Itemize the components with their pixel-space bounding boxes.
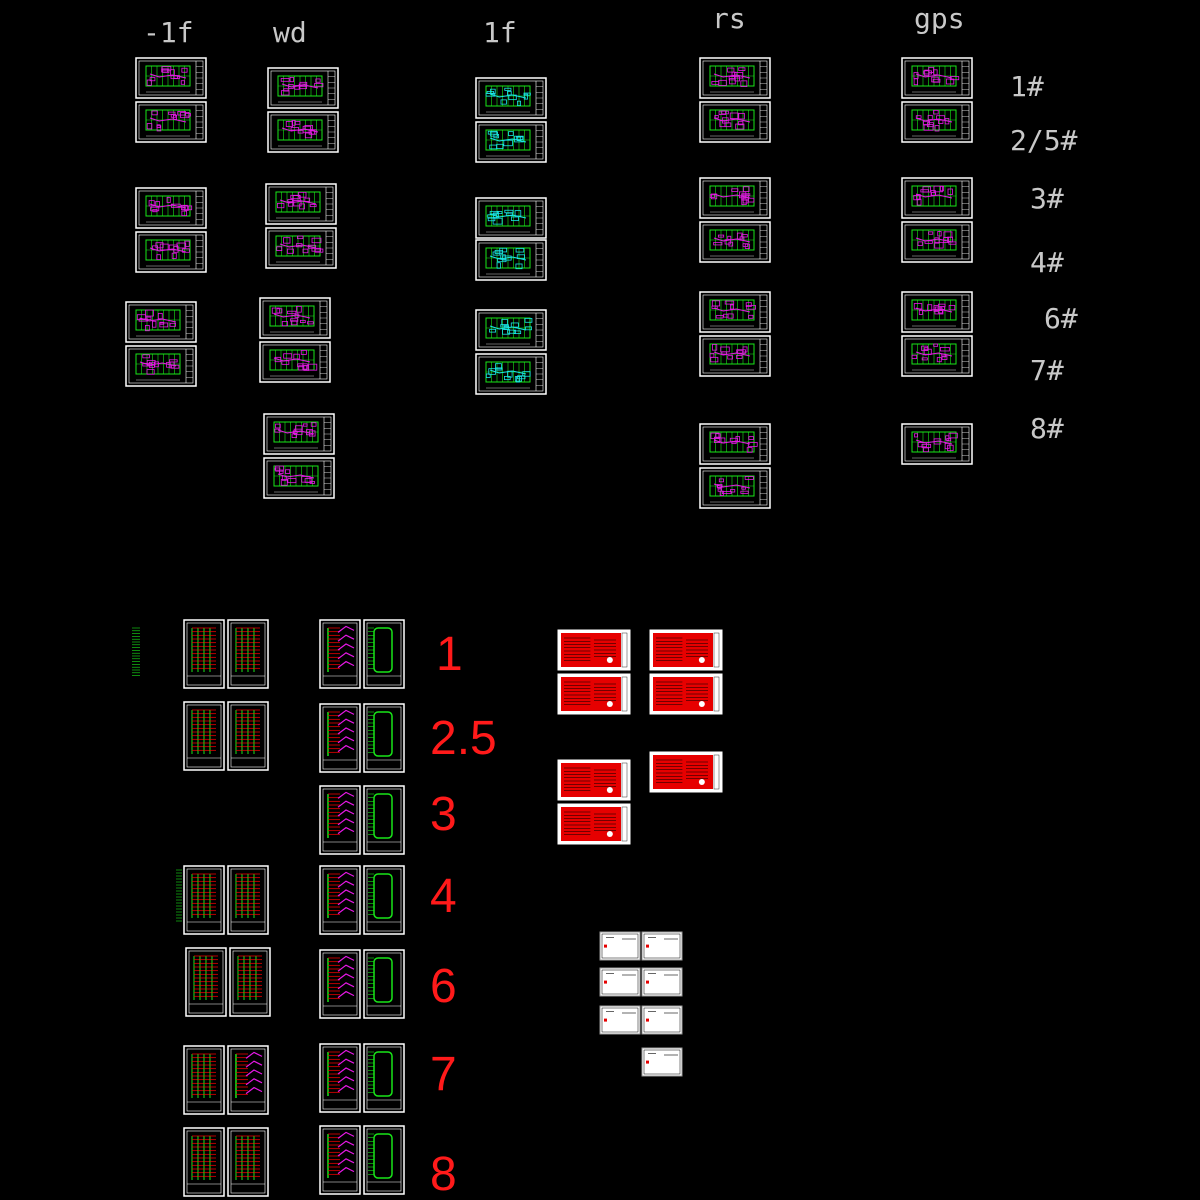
floor-plan-sheet	[475, 77, 547, 119]
riser-label-2-5: 2.5	[430, 712, 497, 765]
column-label-minus-1f: -1f	[143, 16, 194, 49]
riser-diagram-sheet	[183, 619, 225, 689]
riser-diagram-sheet	[183, 701, 225, 771]
riser-label-4: 4	[430, 870, 457, 923]
sheet-group	[125, 57, 973, 1197]
floor-plan-sheet	[901, 101, 973, 143]
riser-diagram-sheet	[319, 785, 361, 855]
notes-sheet	[557, 759, 631, 801]
riser-diagram-sheet	[319, 949, 361, 1019]
riser-diagram-sheet	[319, 865, 361, 935]
riser-diagram-sheet	[227, 1127, 269, 1197]
floor-plan-sheet	[263, 413, 335, 455]
riser-diagram-sheet	[227, 865, 269, 935]
floor-plan-sheet	[699, 101, 771, 143]
riser-diagram-sheet	[183, 1127, 225, 1197]
building-label-4: 4#	[1030, 246, 1064, 279]
column-label-rs: rs	[712, 2, 746, 35]
floor-plan-sheet	[265, 183, 337, 225]
column-label-gps: gps	[914, 2, 965, 35]
riser-diagram-sheet	[227, 619, 269, 689]
floor-plan-sheet	[901, 335, 973, 377]
notes-sheet	[649, 673, 723, 715]
riser-diagram-sheet	[185, 947, 227, 1017]
notes-sheet	[557, 803, 631, 845]
riser-diagram-sheet	[363, 1125, 405, 1195]
floor-plan-sheet	[475, 121, 547, 163]
floor-plan-sheet	[901, 221, 973, 263]
riser-diagram-sheet	[363, 865, 405, 935]
floor-plan-sheet	[699, 335, 771, 377]
riser-diagram-sheet	[183, 865, 225, 935]
floor-plan-sheet	[263, 457, 335, 499]
floor-plan-sheet	[135, 187, 207, 229]
building-label-3: 3#	[1030, 182, 1064, 215]
floor-plan-sheet	[901, 291, 973, 333]
detail-sheet	[641, 1047, 683, 1077]
floor-plan-sheet	[901, 57, 973, 99]
building-label-8: 8#	[1030, 412, 1064, 445]
building-label-2-5: 2/5#	[1010, 124, 1078, 157]
building-label-7: 7#	[1030, 354, 1064, 387]
floor-plan-sheet	[267, 67, 339, 109]
riser-diagram-sheet	[363, 785, 405, 855]
floor-plan-sheet	[135, 231, 207, 273]
riser-label-7: 7	[430, 1048, 457, 1101]
riser-diagram-sheet	[227, 701, 269, 771]
floor-plan-sheet	[125, 345, 197, 387]
riser-diagram-sheet	[363, 949, 405, 1019]
floor-plan-sheet	[135, 57, 207, 99]
riser-diagram-sheet	[319, 1125, 361, 1195]
floor-plan-sheet	[475, 309, 547, 351]
riser-diagram-sheet	[227, 1045, 269, 1115]
riser-diagram-sheet	[363, 619, 405, 689]
floor-plan-sheet	[267, 111, 339, 153]
riser-label-3: 3	[430, 788, 457, 841]
floor-plan-sheet	[475, 197, 547, 239]
floor-plan-sheet	[699, 291, 771, 333]
riser-label-8: 8	[430, 1148, 457, 1200]
floor-plan-sheet	[699, 177, 771, 219]
column-label-wd: wd	[273, 16, 307, 49]
riser-label-6: 6	[430, 960, 457, 1013]
floor-plan-sheet	[135, 101, 207, 143]
building-label-6: 6#	[1044, 302, 1078, 335]
building-label-1: 1#	[1010, 70, 1044, 103]
notes-sheet	[557, 673, 631, 715]
riser-diagram-sheet	[319, 703, 361, 773]
column-label-1f: 1f	[483, 16, 517, 49]
riser-diagram-sheet	[363, 1043, 405, 1113]
label-group: -1f wd 1f rs gps 1# 2/5# 3# 4# 6# 7# 8# …	[143, 2, 1078, 1200]
floor-plan-sheet	[475, 239, 547, 281]
riser-diagram-sheet	[319, 1043, 361, 1113]
notes-sheet	[557, 629, 631, 671]
legend-column	[132, 627, 182, 922]
floor-plan-sheet	[901, 177, 973, 219]
riser-diagram-sheet	[319, 619, 361, 689]
detail-sheet	[599, 1005, 641, 1035]
floor-plan-sheet	[475, 353, 547, 395]
detail-sheet	[599, 967, 641, 997]
floor-plan-sheet	[125, 301, 197, 343]
detail-sheet	[641, 931, 683, 961]
riser-diagram-sheet	[363, 703, 405, 773]
riser-diagram-sheet	[183, 1045, 225, 1115]
notes-sheet	[649, 629, 723, 671]
floor-plan-sheet	[699, 467, 771, 509]
detail-sheet	[599, 931, 641, 961]
floor-plan-sheet	[265, 227, 337, 269]
detail-sheet	[641, 967, 683, 997]
notes-sheet	[649, 751, 723, 793]
floor-plan-sheet	[699, 57, 771, 99]
detail-sheet	[641, 1005, 683, 1035]
floor-plan-sheet	[699, 221, 771, 263]
riser-diagram-sheet	[229, 947, 271, 1017]
riser-label-1: 1	[436, 628, 463, 681]
floor-plan-sheet	[699, 423, 771, 465]
floor-plan-sheet	[259, 297, 331, 339]
floor-plan-sheet	[259, 341, 331, 383]
floor-plan-sheet	[901, 423, 973, 465]
